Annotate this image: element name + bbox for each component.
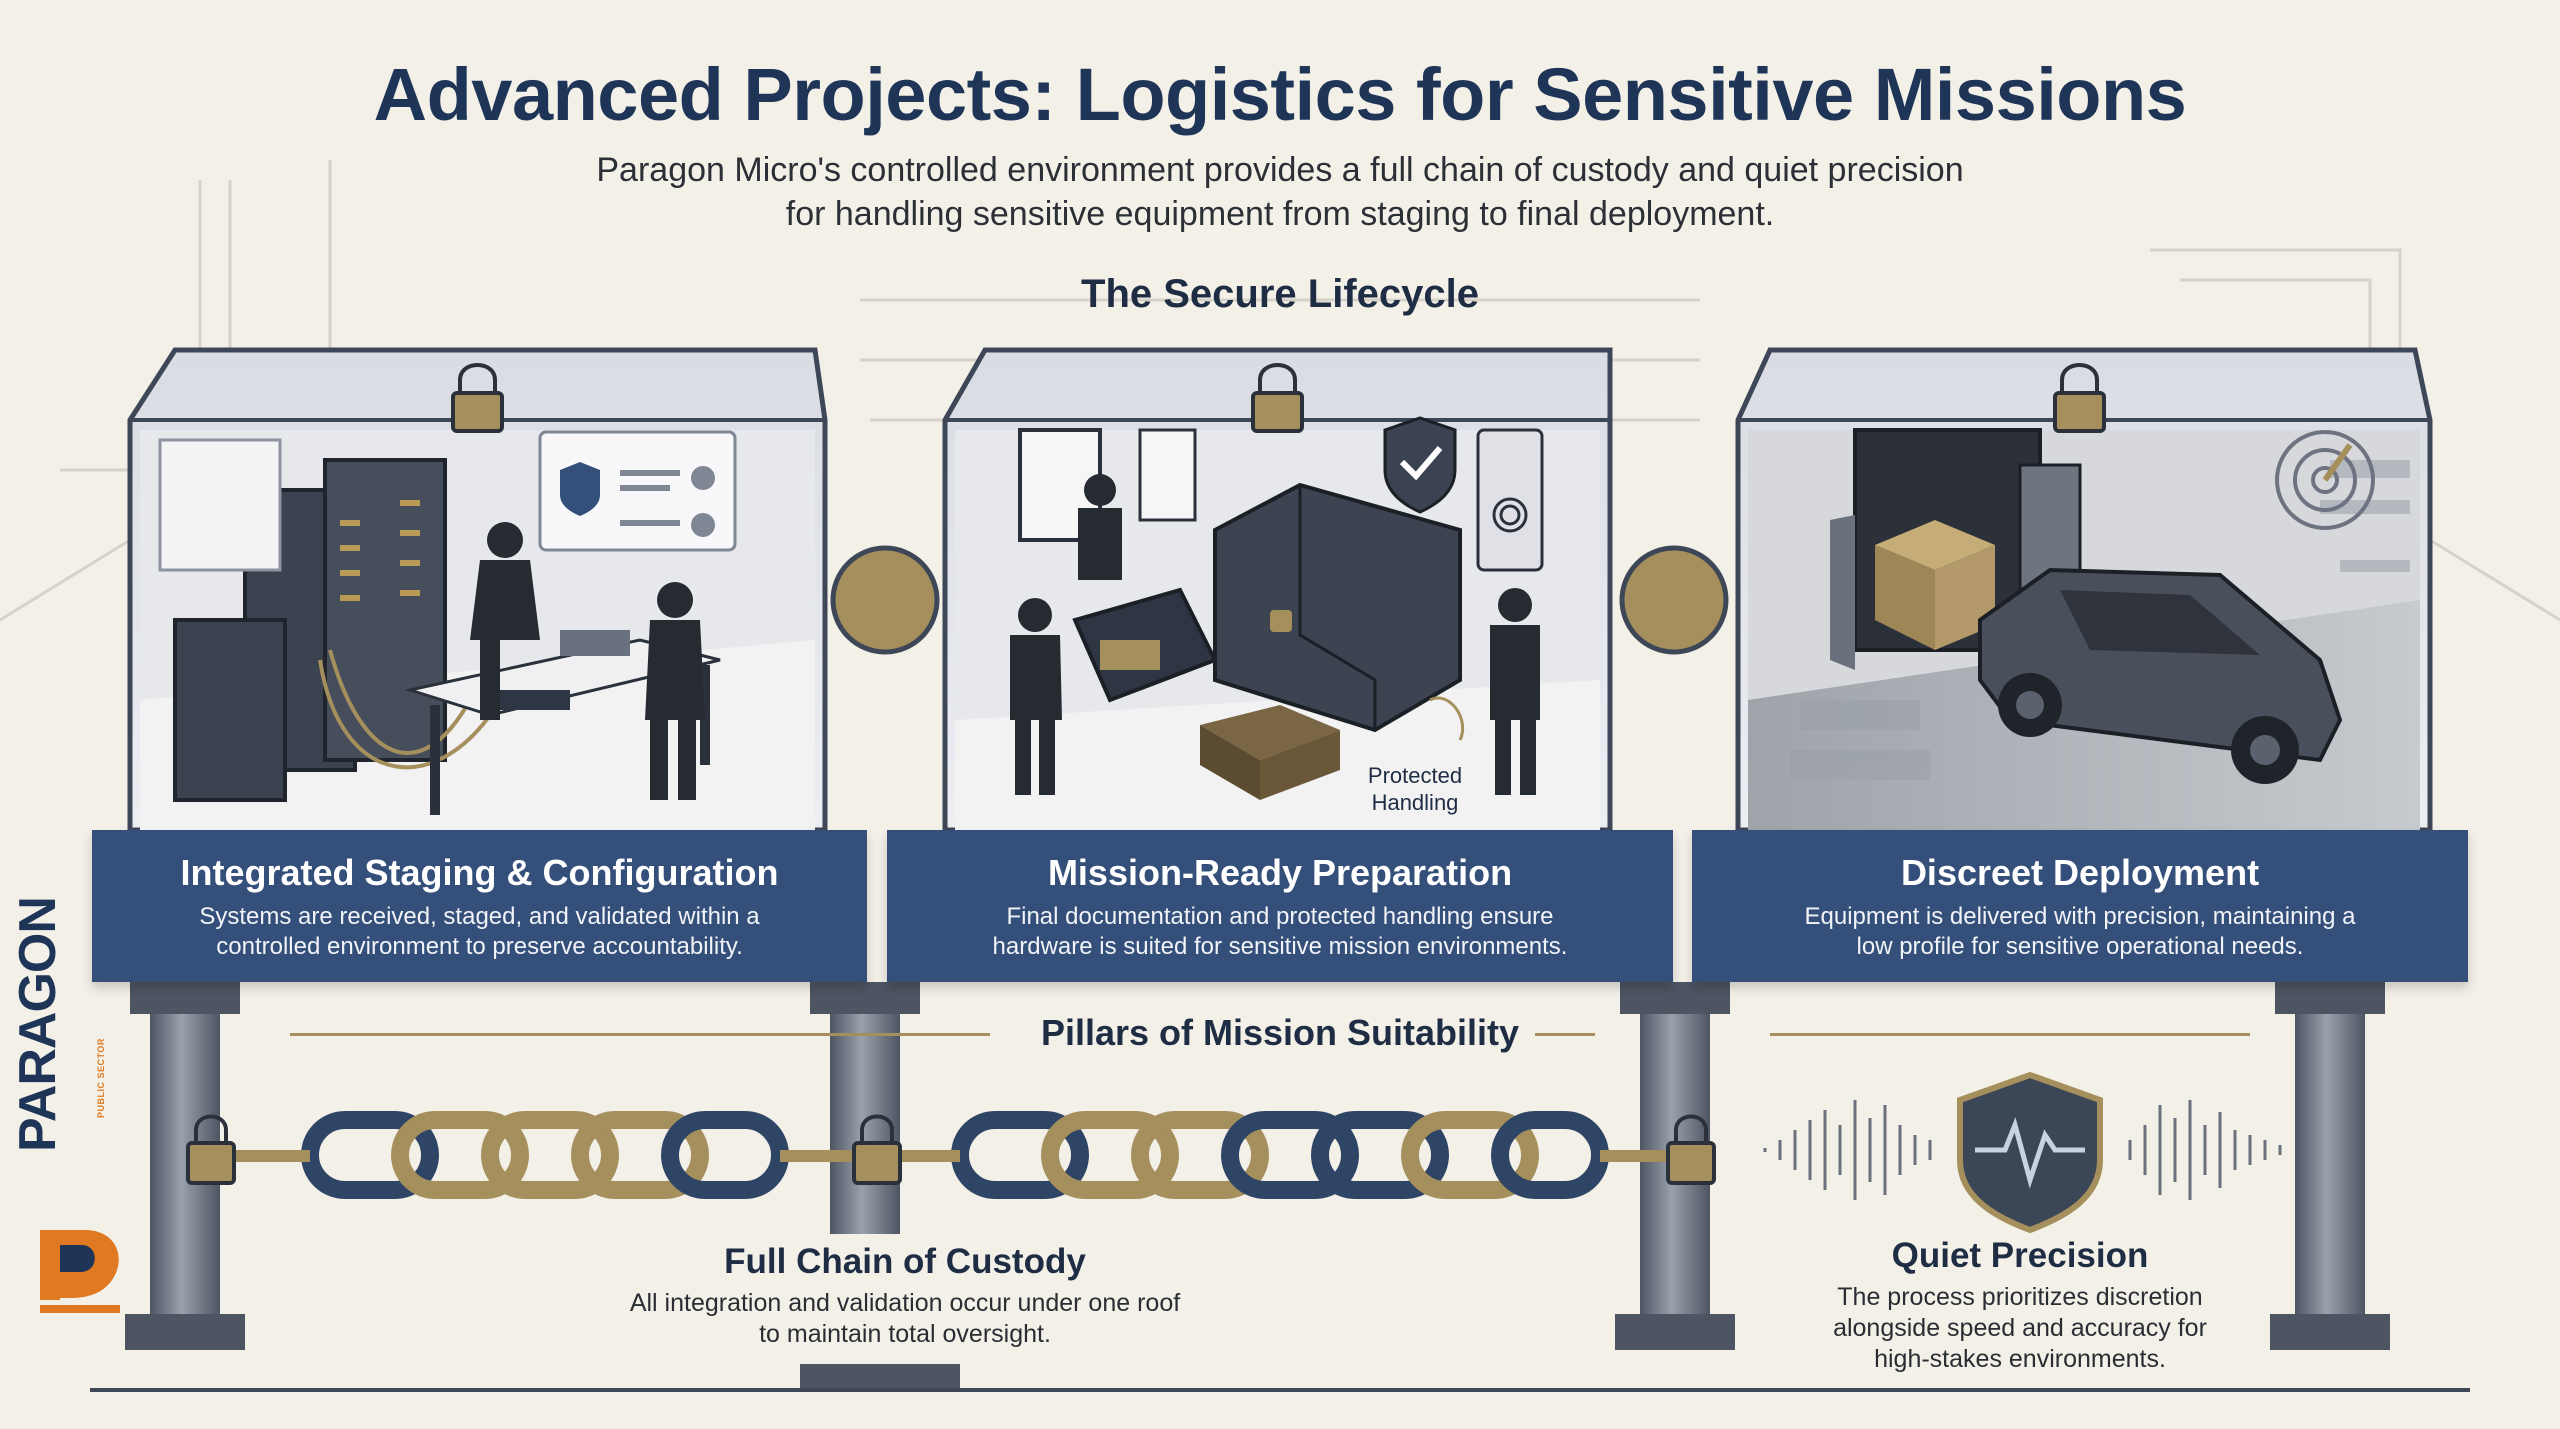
pillar-description-line: The process prioritizes discretion bbox=[1837, 1283, 2203, 1311]
stage-description-line: controlled environment to preserve accou… bbox=[216, 933, 743, 960]
pillars-heading: Pillars of Mission Suitability bbox=[1040, 1012, 1520, 1053]
label-line: Protected bbox=[1367, 763, 1463, 788]
subtitle-line: Paragon Micro's controlled environment p… bbox=[596, 151, 1964, 189]
protected-handling-label: Protected Handling bbox=[1340, 762, 1490, 816]
pillar-description-custody: All integration and validation occur und… bbox=[560, 1288, 1250, 1350]
stage-title: Discreet Deployment bbox=[1900, 852, 2260, 893]
panel-deployment-illustration bbox=[1735, 347, 2433, 833]
page-title: Advanced Projects: Logistics for Sensiti… bbox=[373, 53, 2187, 136]
waveform bbox=[1763, 1100, 2282, 1200]
stage-card-deployment: Discreet Deployment Equipment is deliver… bbox=[1692, 830, 2468, 982]
pillar-description-line: high-stakes environments. bbox=[1874, 1345, 2166, 1373]
stage-description-line: Equipment is delivered with precision, m… bbox=[1804, 903, 2356, 930]
stage-description: Final documentation and protected handli… bbox=[887, 902, 1673, 962]
pillar-description-line: All integration and validation occur und… bbox=[629, 1289, 1181, 1317]
panel-preparation-illustration bbox=[942, 347, 1613, 833]
pillar-description-precision: The process prioritizes discretion along… bbox=[1780, 1282, 2260, 1375]
pillar-title-precision: Quiet Precision bbox=[1891, 1236, 2149, 1275]
paragon-wordmark: PARAGON bbox=[9, 897, 67, 1152]
pillar-description-line: to maintain total oversight. bbox=[759, 1320, 1051, 1348]
shield-check-icon bbox=[1383, 416, 1457, 514]
stage-description-line: Final documentation and protected handli… bbox=[1006, 903, 1554, 930]
pillar-title-custody: Full Chain of Custody bbox=[724, 1242, 1086, 1281]
pillar-description-line: alongside speed and accuracy for bbox=[1833, 1314, 2207, 1342]
page-subtitle: Paragon Micro's controlled environment p… bbox=[0, 148, 2560, 236]
lifecycle-heading: The Secure Lifecycle bbox=[1081, 272, 1479, 316]
paragon-tagline: PUBLIC SECTOR bbox=[96, 1038, 106, 1118]
stage-description-line: Systems are received, staged, and valida… bbox=[199, 903, 760, 930]
subtitle-line: for handling sensitive equipment from st… bbox=[785, 195, 1775, 233]
label-line: Handling bbox=[1371, 790, 1459, 815]
stage-description-line: low profile for sensitive operational ne… bbox=[1856, 933, 2304, 960]
stage-title: Mission-Ready Preparation bbox=[1047, 852, 1513, 893]
paragon-logo-mark bbox=[40, 1230, 120, 1313]
stage-card-preparation: Mission-Ready Preparation Final document… bbox=[887, 830, 1673, 982]
radar-icon bbox=[2275, 430, 2375, 530]
panel-staging-illustration bbox=[127, 347, 828, 833]
stage-description-line: hardware is suited for sensitive mission… bbox=[992, 933, 1568, 960]
stage-description: Systems are received, staged, and valida… bbox=[92, 902, 867, 962]
stage-card-staging: Integrated Staging & Configuration Syste… bbox=[92, 830, 867, 982]
stage-description: Equipment is delivered with precision, m… bbox=[1692, 902, 2468, 962]
stage-title: Integrated Staging & Configuration bbox=[180, 852, 779, 893]
padlock-icon bbox=[451, 363, 2106, 433]
pulse-shield-icon bbox=[1957, 1071, 2103, 1234]
